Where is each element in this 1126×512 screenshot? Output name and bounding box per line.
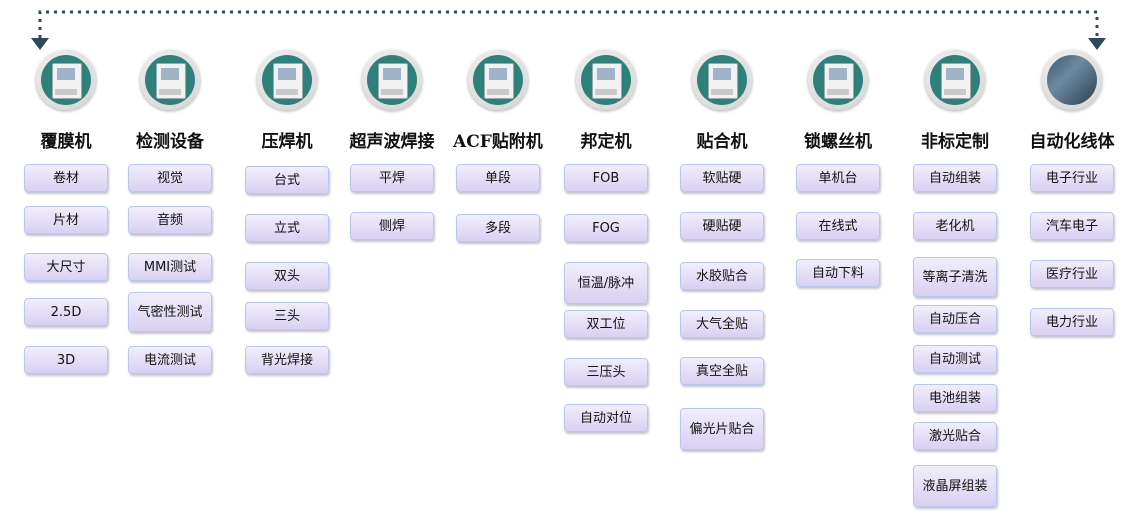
category-item: 卷材 (24, 164, 108, 192)
category-item: 立式 (245, 214, 329, 242)
category-item: MMI测试 (128, 253, 212, 281)
category-title: 压焊机 (261, 132, 313, 152)
category-item: 平焊 (350, 164, 434, 192)
laminating-machine-icon (36, 50, 96, 110)
category-item: 医疗行业 (1030, 260, 1114, 288)
acf-attaching-machine-icon (468, 50, 528, 110)
automation-line-icon (1042, 50, 1102, 110)
category-item: 自动压合 (913, 305, 997, 333)
category-item: 汽车电子 (1030, 212, 1114, 240)
arrow-head-left (31, 38, 49, 50)
category-item: 多段 (456, 214, 540, 242)
category-item: 电池组装 (913, 384, 997, 412)
category-title: 非标定制 (921, 132, 989, 152)
screw-machine-icon (808, 50, 868, 110)
category-title: 超声波焊接 (349, 132, 435, 152)
category-item: 自动测试 (913, 345, 997, 373)
category-item: 激光贴合 (913, 422, 997, 450)
category-item: 单机台 (796, 164, 880, 192)
category-item: 自动下料 (796, 259, 880, 287)
category-item: 硬贴硬 (680, 212, 764, 240)
category-item: 片材 (24, 206, 108, 234)
arrow-head-right (1088, 38, 1106, 50)
category-title: 自动化线体 (1029, 132, 1115, 152)
category-title: ACF贴附机 (453, 132, 543, 152)
category-item: 2.5D (24, 298, 108, 326)
category-item: 台式 (245, 166, 329, 194)
category-title: 覆膜机 (40, 132, 92, 152)
category-title: 贴合机 (696, 132, 748, 152)
category-item: 在线式 (796, 212, 880, 240)
inspection-equipment-icon (140, 50, 200, 110)
category-item: 自动组装 (913, 164, 997, 192)
category-item: 双工位 (564, 310, 648, 338)
category-item: 电子行业 (1030, 164, 1114, 192)
category-item: 软贴硬 (680, 164, 764, 192)
category-item: 自动对位 (564, 404, 648, 432)
category-item: 真空全贴 (680, 357, 764, 385)
category-item: 3D (24, 346, 108, 374)
category-item: 液晶屏组装 (913, 465, 997, 507)
category-item: 音频 (128, 206, 212, 234)
category-item: 三压头 (564, 358, 648, 386)
bonding-machine-icon (576, 50, 636, 110)
category-item: 气密性测试 (128, 292, 212, 332)
category-item: 三头 (245, 302, 329, 330)
ultrasonic-welder-icon (362, 50, 422, 110)
category-item: 双头 (245, 262, 329, 290)
category-title: 锁螺丝机 (804, 132, 872, 152)
category-title: 邦定机 (580, 132, 632, 152)
category-item: 水胶贴合 (680, 262, 764, 290)
category-item: FOG (564, 214, 648, 242)
hot-bar-machine-icon (257, 50, 317, 110)
category-item: 偏光片贴合 (680, 408, 764, 450)
category-item: 电流测试 (128, 346, 212, 374)
category-item: 大气全贴 (680, 310, 764, 338)
category-title: 检测设备 (136, 132, 204, 152)
laminator-icon (692, 50, 752, 110)
category-item: 恒温/脉冲 (564, 262, 648, 304)
category-item: 侧焊 (350, 212, 434, 240)
category-item: 单段 (456, 164, 540, 192)
custom-machine-icon (925, 50, 985, 110)
category-item: 等离子清洗 (913, 257, 997, 297)
category-item: 电力行业 (1030, 308, 1114, 336)
category-item: 背光焊接 (245, 346, 329, 374)
category-item: 大尺寸 (24, 253, 108, 281)
category-item: 视觉 (128, 164, 212, 192)
cycle-arrow (31, 10, 1106, 50)
category-item: 老化机 (913, 212, 997, 240)
category-item: FOB (564, 164, 648, 192)
